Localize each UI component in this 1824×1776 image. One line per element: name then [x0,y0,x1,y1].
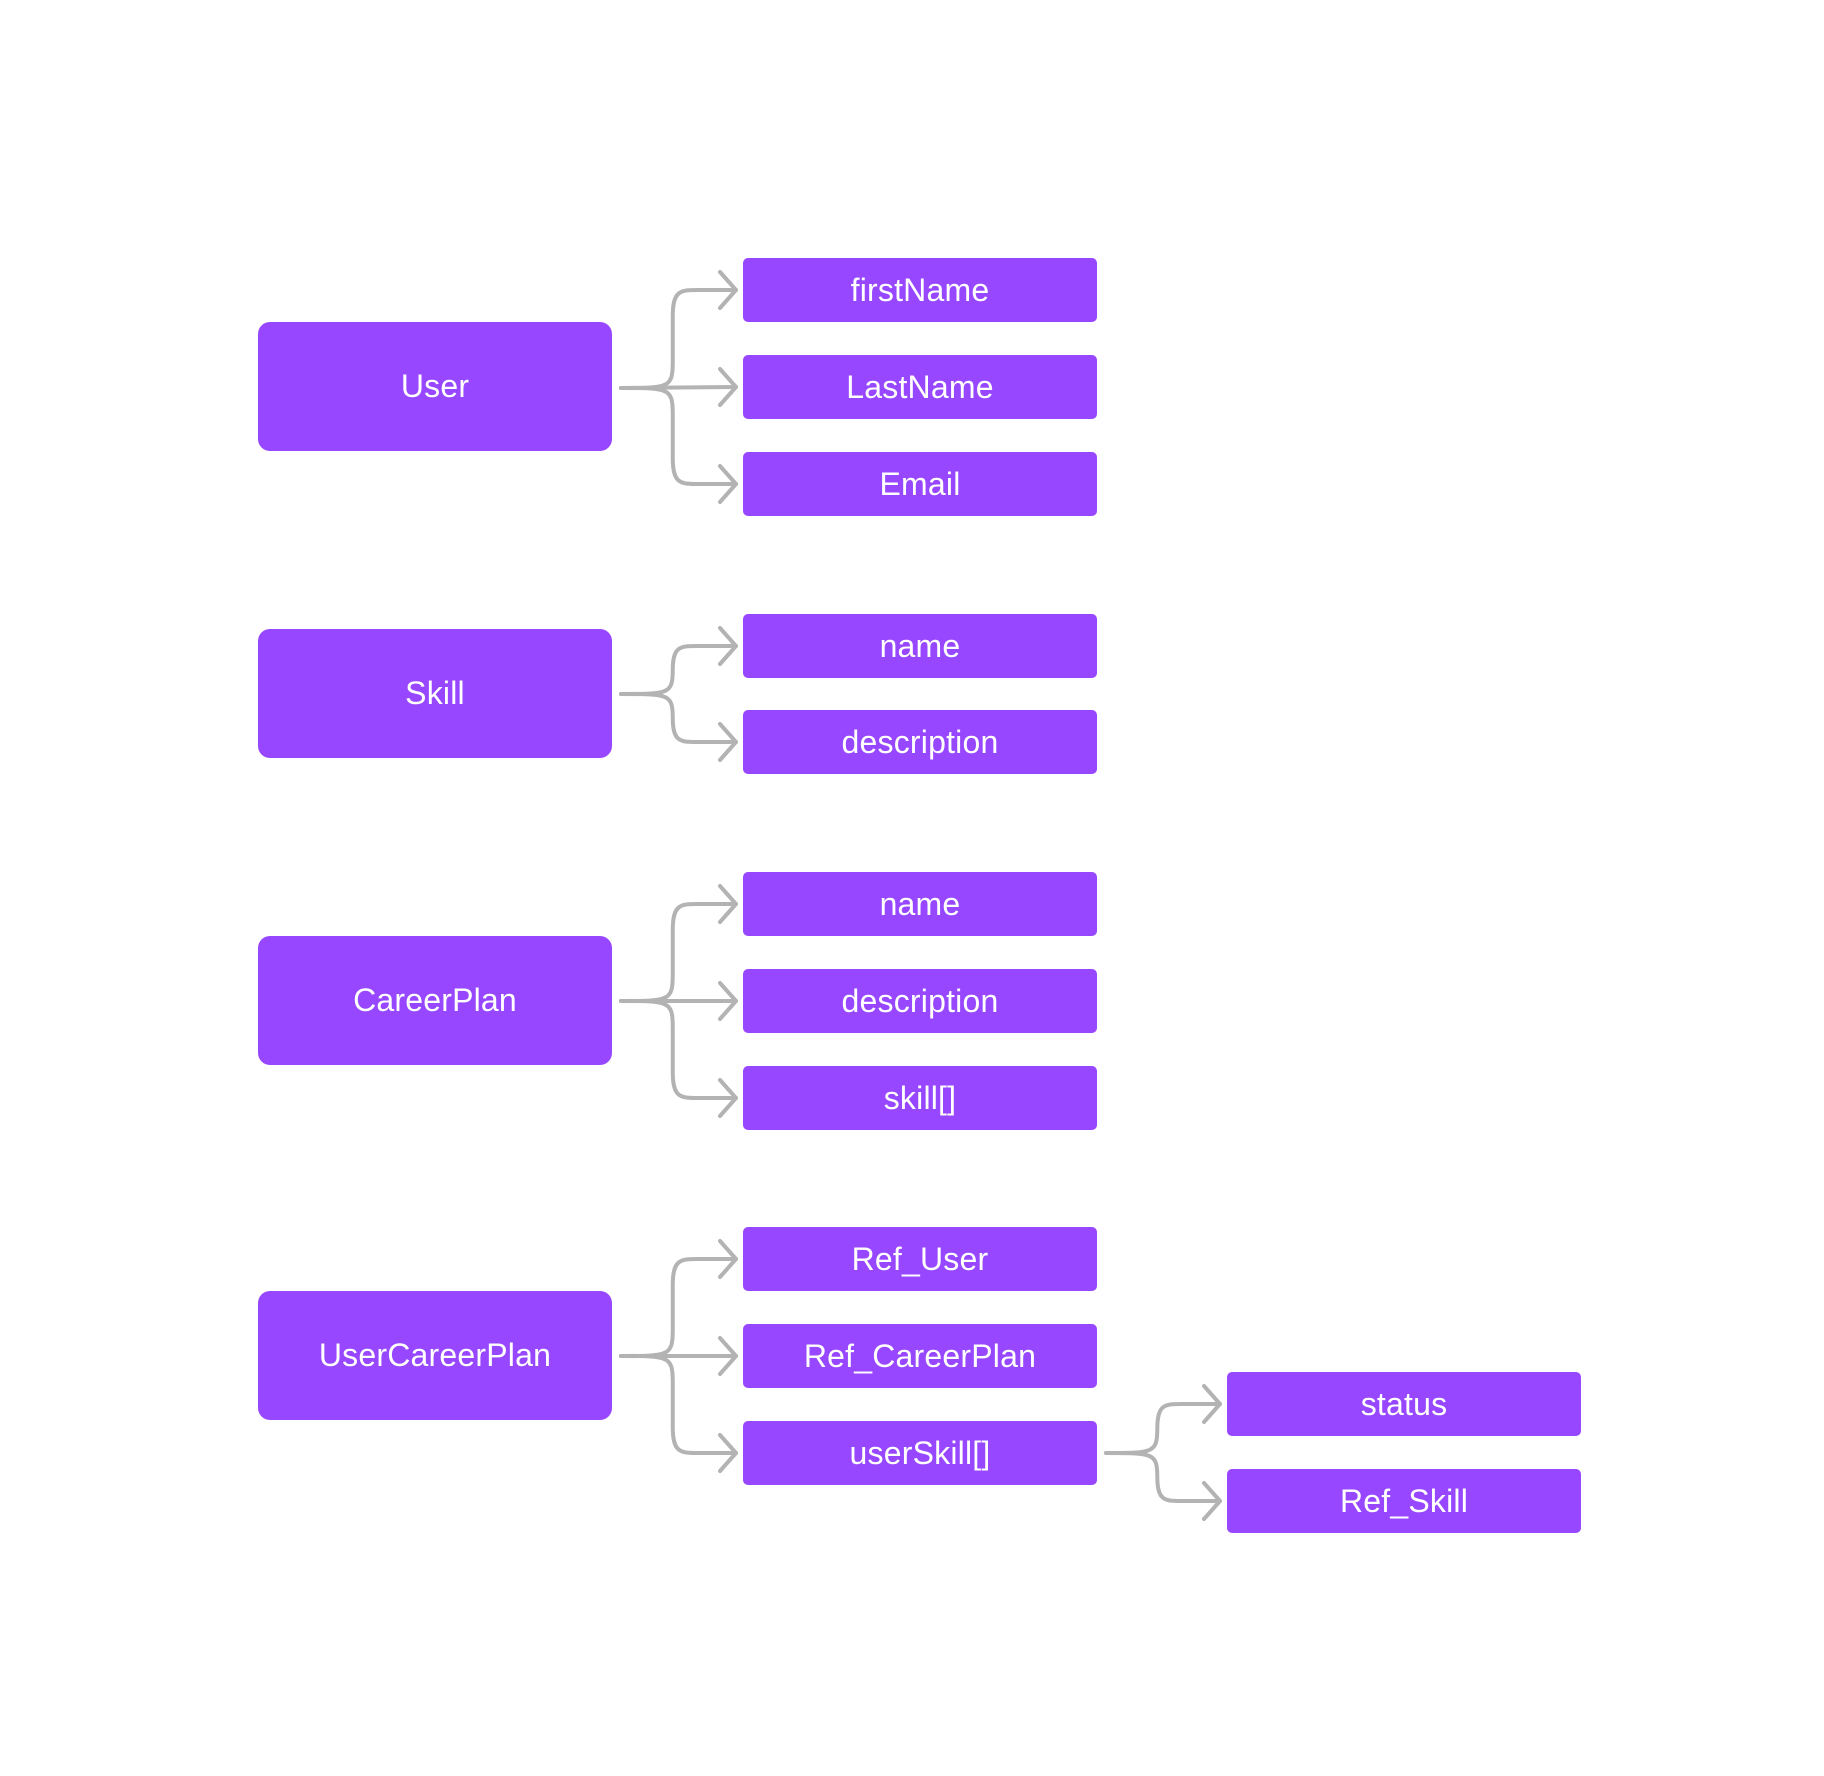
field-user-firstname: firstName [743,258,1097,322]
field-usercareerplan-userskills: userSkill[] [743,1421,1097,1485]
field-careerplan-name: name [743,872,1097,936]
fork-user-branch-2 [619,386,738,486]
field-usercareerplan-ref-user: Ref_User [743,1227,1097,1291]
arrowhead-icon [718,884,738,924]
fork-user-branch-1 [619,385,738,390]
field-careerplan-description: description [743,969,1097,1033]
arrowhead-icon [718,367,738,407]
arrowhead-icon [718,626,738,666]
arrowhead-icon [1202,1481,1222,1521]
field-skill-description: description [743,710,1097,774]
entity-usercareerplan: UserCareerPlan [258,1291,612,1420]
fork-careerplan-branch-2 [619,999,738,1100]
entity-skill: Skill [258,629,612,758]
fork-usercareerplan-connector [619,1239,738,1473]
fork-user-branch-0 [619,288,738,390]
field-skill-name: name [743,614,1097,678]
arrowhead-icon [718,1433,738,1473]
arrowhead-icon [718,722,738,762]
subfield-ref-skill: Ref_Skill [1227,1469,1581,1533]
fork-usercareerplan-branch-2 [619,1354,738,1455]
arrowhead-icon [718,464,738,504]
fork-userskill-branch-1 [1104,1451,1222,1503]
arrowhead-icon [718,1239,738,1279]
entity-user: User [258,322,612,451]
fork-userskill-connector [1104,1384,1222,1521]
arrowhead-icon [718,1078,738,1118]
fork-user-connector [619,270,738,504]
field-user-email: Email [743,452,1097,516]
entity-careerplan: CareerPlan [258,936,612,1065]
fork-skill-branch-0 [619,644,738,696]
fork-userskill-branch-0 [1104,1402,1222,1455]
arrowhead-icon [1202,1384,1222,1424]
arrowhead-icon [718,981,738,1021]
arrowhead-icon [718,270,738,310]
subfield-status: status [1227,1372,1581,1436]
field-user-lastname: LastName [743,355,1097,419]
fork-careerplan-branch-0 [619,902,738,1003]
fork-skill-branch-1 [619,692,738,744]
arrowhead-icon [718,1336,738,1376]
field-careerplan-skills: skill[] [743,1066,1097,1130]
field-usercareerplan-ref-careerplan: Ref_CareerPlan [743,1324,1097,1388]
fork-usercareerplan-branch-0 [619,1257,738,1358]
fork-skill-connector [619,626,738,762]
fork-careerplan-connector [619,884,738,1118]
